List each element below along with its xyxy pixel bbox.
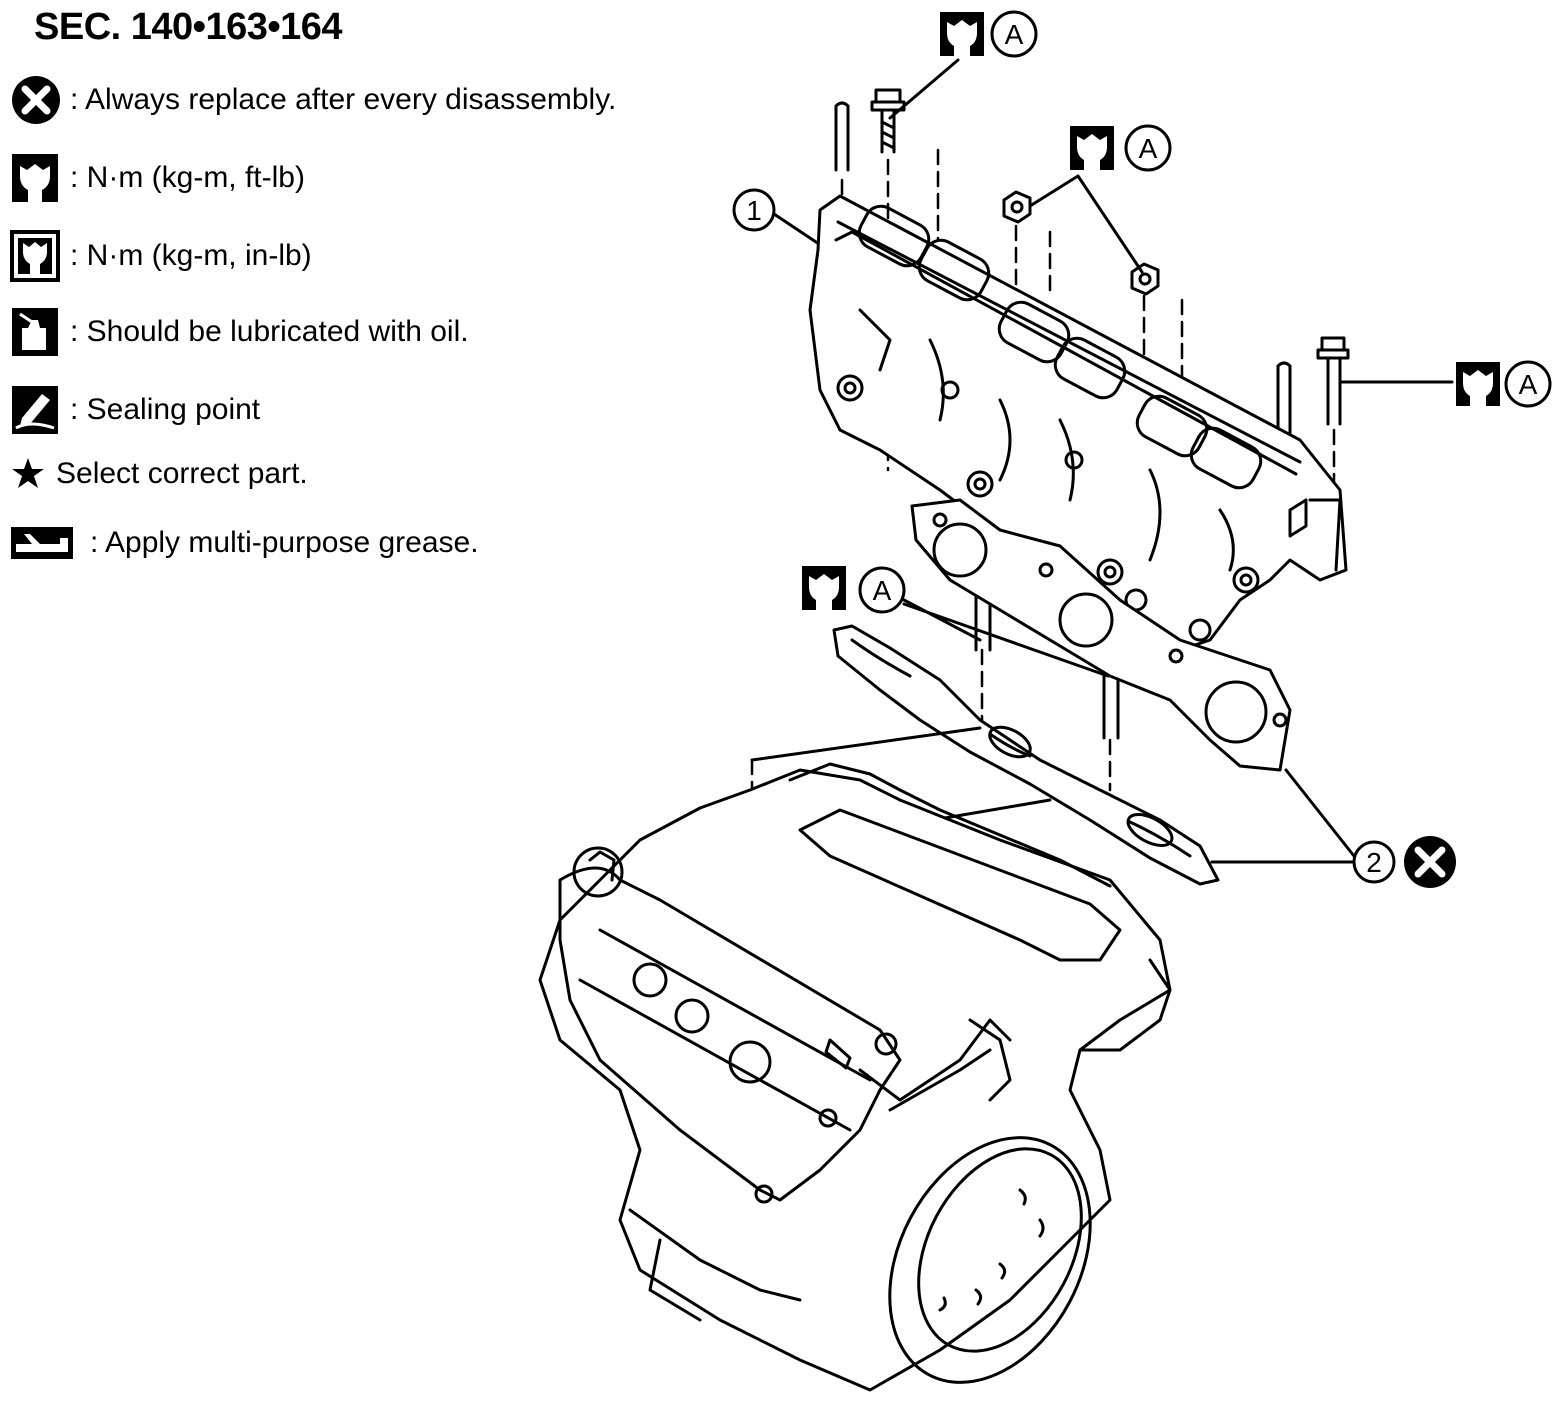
- manifold-bolt: [870, 88, 906, 154]
- engine-assembly: [538, 762, 1172, 1392]
- legend-row-torque-in-lb: : N·m (kg-m, in-lb): [10, 228, 312, 284]
- part-2-label: 2: [1366, 847, 1382, 878]
- manifold-nut: [1002, 190, 1032, 224]
- torque-wrench-icon: [1070, 126, 1114, 170]
- torque-wrench-icon: [940, 12, 984, 56]
- legend-row-star: Select correct part.: [10, 446, 308, 502]
- intake-gasket: [832, 624, 1220, 886]
- torque-wrench-icon: [802, 566, 846, 610]
- stud: [1276, 361, 1292, 438]
- torque-spec-label: A: [1139, 133, 1158, 164]
- legend-text-torque-ft-lb: : N·m (kg-m, ft-lb): [70, 161, 305, 194]
- legend-row-replace: : Always replace after every disassembly…: [10, 72, 616, 128]
- replace-x-icon: [10, 74, 70, 126]
- grease-gun-icon: [10, 526, 90, 560]
- torque-callout-right: A: [1338, 360, 1552, 408]
- stud: [834, 101, 850, 172]
- torque-callout-studs: A: [802, 566, 1110, 678]
- torque-ft-lb-icon: [10, 152, 70, 204]
- manifold-bolt: [1316, 336, 1350, 426]
- part-1-label: 1: [746, 195, 762, 226]
- torque-callout-nuts: A: [1028, 124, 1172, 274]
- legend-row-oil: : Should be lubricated with oil.: [10, 304, 469, 360]
- section-title: SEC. 140•163•164: [34, 6, 343, 48]
- legend-row-sealing: : Sealing point: [10, 382, 260, 438]
- legend-text-replace: : Always replace after every disassembly…: [70, 83, 617, 116]
- sealant-icon: [10, 384, 70, 436]
- torque-callout-top: A: [888, 10, 1038, 120]
- part-2-callout: 2: [1210, 768, 1456, 888]
- torque-wrench-icon: [1456, 362, 1500, 406]
- torque-spec-label: A: [873, 575, 892, 606]
- legend-text-grease: : Apply multi-purpose grease.: [90, 526, 479, 559]
- legend-text-star: Select correct part.: [56, 457, 308, 490]
- oil-can-icon: [10, 306, 70, 358]
- torque-spec-label: A: [1519, 369, 1538, 400]
- star-icon: [10, 456, 56, 492]
- legend-text-oil: : Should be lubricated with oil.: [70, 315, 469, 348]
- torque-in-lb-icon: [10, 230, 70, 282]
- replace-x-icon: [1404, 836, 1456, 888]
- legend-text-torque-in-lb: : N·m (kg-m, in-lb): [70, 239, 312, 272]
- legend-row-grease: : Apply multi-purpose grease.: [10, 515, 479, 571]
- manifold-nut: [1130, 262, 1160, 296]
- part-1-callout: 1: [732, 188, 824, 248]
- legend-text-sealing: : Sealing point: [70, 393, 261, 426]
- manifold-spacer-gasket: [910, 498, 1292, 772]
- torque-spec-label: A: [1005, 19, 1024, 50]
- legend-row-torque-ft-lb: : N·m (kg-m, ft-lb): [10, 150, 305, 206]
